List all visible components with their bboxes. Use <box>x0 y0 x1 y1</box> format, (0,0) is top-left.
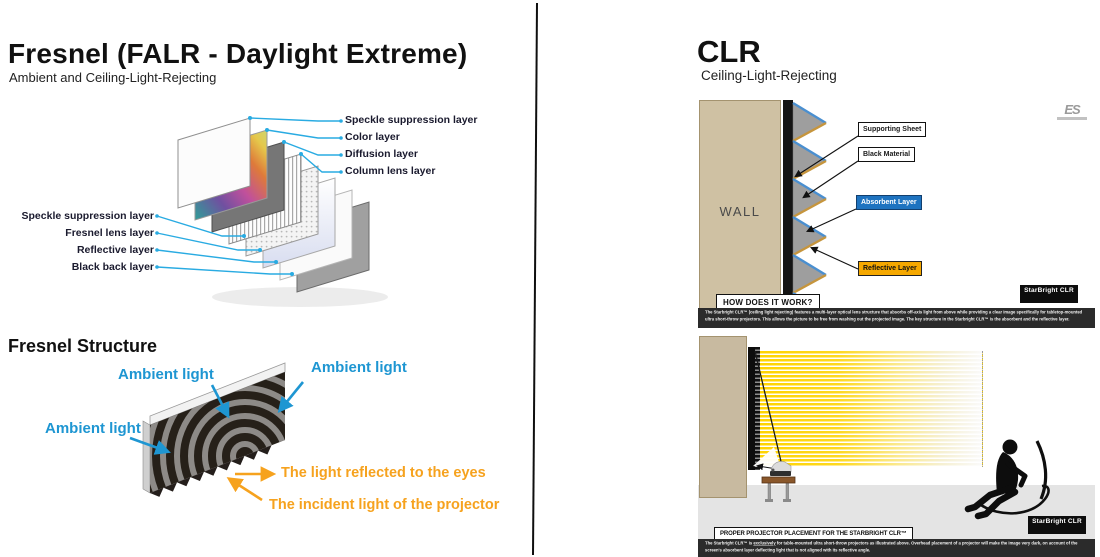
label-fresnel-lens-layer: Fresnel lens layer <box>65 227 154 239</box>
wall-bottom-diagram <box>699 336 747 498</box>
placement-description-text: The Starbright CLR™ is exclusively for t… <box>698 539 1095 555</box>
callout-dots-left <box>155 214 294 276</box>
wall-top-diagram <box>699 100 781 325</box>
block-left-side <box>142 420 151 494</box>
elite-screens-logo: ES <box>1053 103 1091 122</box>
label-column-lens-layer: Column lens layer <box>345 165 436 177</box>
label-black-back-layer: Black back layer <box>71 261 154 273</box>
projector-base <box>770 471 791 476</box>
ambient-arrows <box>129 381 305 455</box>
ambient-light-label-right: Ambient light <box>311 359 407 376</box>
clr-screen <box>748 347 755 470</box>
supporting-sheet-tag: Supporting Sheet <box>858 122 927 137</box>
callout-lines-right <box>249 117 341 173</box>
table-top <box>761 476 796 484</box>
projector-lens <box>771 468 775 472</box>
reflected-light-label: The light reflected to the eyes <box>281 465 486 481</box>
clr-title: CLR <box>697 34 761 69</box>
starbright-logo-subtext: CEILING LIGHT REJECTING SCREEN <box>1056 303 1078 304</box>
ambient-light-label-left: Ambient light <box>45 420 141 437</box>
block-front-face <box>150 372 285 493</box>
block-sawtooth-bottom <box>150 440 285 497</box>
clr-callout-arrows <box>794 135 859 270</box>
placement-description-bar: The Starbright CLR™ is exclusively for t… <box>698 539 1095 557</box>
callout-lines-left <box>156 215 292 275</box>
center-divider <box>532 2 538 556</box>
fresnel-subtitle: Ambient and Ceiling-Light-Rejecting <box>9 70 217 85</box>
callout-dots-right <box>248 116 343 174</box>
fresnel-structure-heading: Fresnel Structure <box>8 336 158 356</box>
person-head <box>1002 439 1018 455</box>
reflective-layer-tag: Reflective Layer <box>858 261 922 276</box>
elite-screens-logo-bar <box>1057 117 1087 120</box>
reflective-layer-panel <box>279 189 353 281</box>
speckle-suppression-back-panel <box>245 165 319 257</box>
starbright-clr-logo: StarBright CLR CEILING LIGHT REJECTING S… <box>1020 285 1078 303</box>
layer-stack-diagram <box>155 116 388 307</box>
absorbent-layer-tag: Absorbent Layer <box>856 195 922 210</box>
how-description-text: The Starbright CLR™ (ceiling light rejec… <box>705 310 1083 322</box>
fresnel-lens-layer-panel <box>262 177 336 269</box>
diffusion-layer-panel <box>211 141 285 233</box>
person-arm <box>1005 461 1028 488</box>
supporting-sheet-strip <box>783 100 793 325</box>
light-path-arrows <box>226 466 277 502</box>
ambient-light-label-top: Ambient light <box>118 366 214 383</box>
fresnel-title: Fresnel (FALR - Daylight Extreme) <box>8 38 468 69</box>
placement-text-prefix: The Starbright CLR™ is <box>705 541 754 547</box>
label-diffusion-layer: Diffusion layer <box>345 148 418 160</box>
label-color-layer: Color layer <box>345 131 400 143</box>
how-description-bar: The Starbright CLR™ (ceiling light rejec… <box>698 308 1095 328</box>
incident-light-label: The incident light of the projector <box>269 497 500 513</box>
placement-text-suffix: for table-mounted ultra short-throw proj… <box>705 541 1078 553</box>
black-material-tag: Black Material <box>858 147 916 162</box>
wall-label: WALL <box>719 204 761 219</box>
speckle-suppression-front-panel <box>177 117 251 209</box>
label-reflective-layer: Reflective layer <box>76 244 154 256</box>
reflected-light-rays <box>760 351 983 467</box>
color-layer-panel <box>194 129 268 221</box>
clr-subtitle: Ceiling-Light-Rejecting <box>701 68 837 83</box>
starbright-clr-logo: StarBright CLR CEILING LIGHT REJECTING S… <box>1028 516 1086 534</box>
placement-text-emphasis: exclusively <box>753 541 776 547</box>
label-speckle-suppression-front: Speckle suppression layer <box>345 114 478 126</box>
elite-screens-logo-text: ES <box>1064 102 1080 117</box>
starbright-logo-subtext: CEILING LIGHT REJECTING SCREEN <box>1064 534 1086 535</box>
column-lens-layer-panel <box>228 153 302 245</box>
starbright-logo-text: StarBright CLR <box>1024 287 1074 294</box>
black-back-layer-panel <box>296 201 370 293</box>
starbright-logo-text: StarBright CLR <box>1032 518 1082 525</box>
label-speckle-suppression-back: Speckle suppression layer <box>21 210 154 222</box>
